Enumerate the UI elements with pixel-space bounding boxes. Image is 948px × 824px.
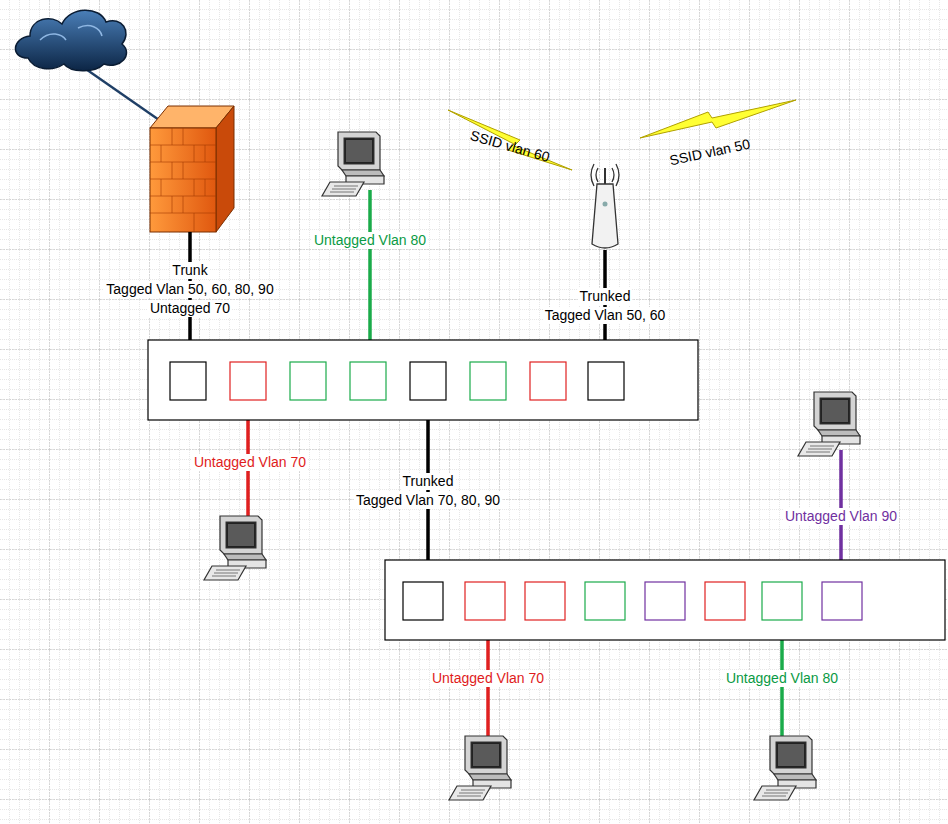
cable-label: Trunk bbox=[170, 262, 209, 279]
computer bbox=[798, 392, 860, 456]
access-point bbox=[591, 164, 619, 248]
computer bbox=[204, 516, 266, 580]
firewall bbox=[150, 106, 234, 232]
cable-label: Untagged Vlan 80 bbox=[724, 670, 840, 687]
computer bbox=[449, 736, 511, 800]
cable-label: Untagged 70 bbox=[148, 300, 232, 317]
internet-cloud bbox=[15, 10, 126, 71]
cable-label: Untagged Vlan 90 bbox=[783, 508, 899, 525]
cable-label: Untagged Vlan 70 bbox=[430, 670, 546, 687]
cable-label: Trunked bbox=[401, 473, 456, 490]
cable-label: Untagged Vlan 70 bbox=[192, 454, 308, 471]
cable-label: Tagged Vlan 70, 80, 90 bbox=[354, 492, 502, 509]
computer bbox=[322, 132, 384, 196]
switch bbox=[148, 340, 698, 420]
cable-label: Tagged Vlan 50, 60, 80, 90 bbox=[104, 281, 275, 298]
computer bbox=[754, 736, 816, 800]
cable-label: Tagged Vlan 50, 60 bbox=[543, 307, 668, 324]
cable-label: Untagged Vlan 80 bbox=[312, 232, 428, 249]
cable-label: Trunked bbox=[578, 288, 633, 305]
switch bbox=[385, 560, 945, 640]
